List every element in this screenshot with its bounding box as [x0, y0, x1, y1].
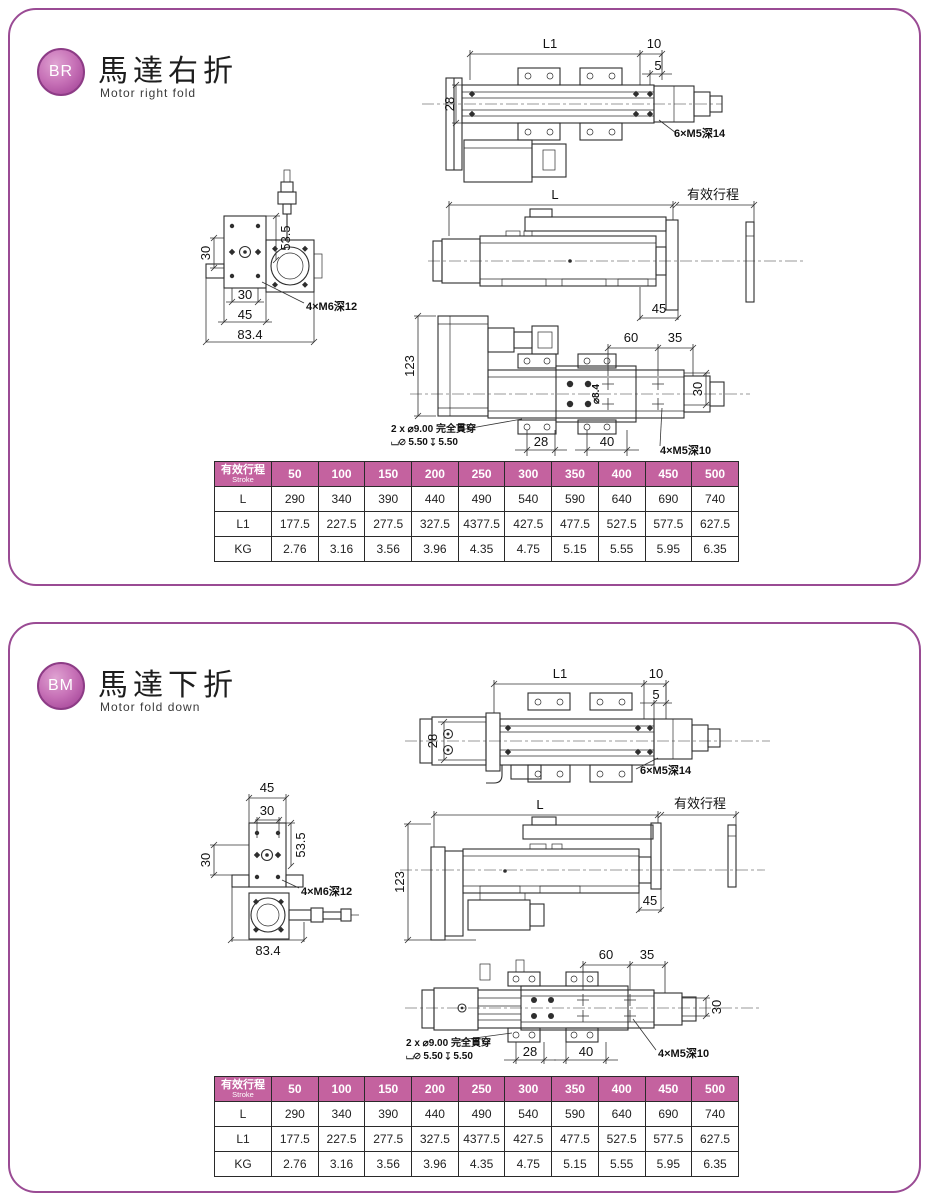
badge-bm: BM — [37, 662, 85, 710]
dim-label-30-left: 30 — [198, 246, 213, 260]
dim-label-834: 83.4 — [255, 943, 280, 958]
dim-label-l1: L1 — [553, 666, 567, 681]
br-top-view-drawing: L1 10 5 28 6×M5深14 — [422, 36, 726, 183]
panel-motor-fold-down: BM 馬達下折 Motor fold down L1 — [8, 622, 921, 1193]
badge-br: BR — [37, 48, 85, 96]
dim-label-30: 30 — [690, 382, 705, 396]
br-bottom-view-drawing: 123 60 35 30 ⌀8.4 28 40 2 x ⌀9.00 完全貫穿 ⌴… — [391, 312, 750, 457]
dim-label-60: 60 — [624, 330, 638, 345]
dim-label-123: 123 — [402, 355, 417, 377]
bm-side-view-drawing: L 有效行程 123 45 — [392, 796, 765, 944]
dim-label-45: 45 — [260, 780, 274, 795]
dim-label-40: 40 — [579, 1044, 593, 1059]
callout-2x9-line1: 2 x ⌀9.00 完全貫穿 — [406, 1036, 491, 1049]
row-label: L — [214, 1101, 272, 1127]
dim-label-10: 10 — [647, 36, 661, 51]
dim-label-60: 60 — [599, 947, 613, 962]
row-label: L — [214, 486, 272, 512]
dim-label-30: 30 — [709, 1000, 724, 1014]
panel-title-en: Motor fold down — [100, 700, 201, 714]
dim-label-30-left: 30 — [198, 853, 213, 867]
callout-6xm5: 6×M5深14 — [674, 126, 726, 140]
panel-title-zh: 馬達右折 — [98, 55, 238, 88]
callout-4xm5: 4×M5深10 — [658, 1046, 709, 1060]
callout-2x9-line2: ⌴⌀ 5.50 ↧ 5.50 — [391, 437, 458, 448]
dim-label-l: L — [551, 187, 558, 202]
stroke-dim-label: 有效行程 — [674, 796, 726, 811]
dim-label-28: 28 — [523, 1044, 537, 1059]
dim-label-10: 10 — [649, 666, 663, 681]
dim-label-35: 35 — [640, 947, 654, 962]
dim-label-l1: L1 — [543, 36, 557, 51]
dim-label-30-bottom: 30 — [238, 287, 252, 302]
dim-label-45: 45 — [652, 301, 666, 316]
panel-motor-right-fold: BR 馬達右折 Motor right fold L1 10 5 — [8, 8, 921, 586]
dim-label-535: 53.5 — [293, 832, 308, 857]
row-label: L1 — [214, 511, 272, 537]
br-side-view-drawing: L 有效行程 45 — [428, 187, 805, 322]
dim-label-30-top: 30 — [260, 803, 274, 818]
dim-label-dia84: ⌀8.4 — [591, 384, 602, 404]
callout-4xm6: 4×M6深12 — [306, 299, 357, 313]
br-left-view-drawing: 53.5 30 30 45 83.4 4×M6深12 — [198, 169, 357, 346]
bm-left-view-drawing: 45 30 53.5 30 83.4 4×M6深12 — [198, 780, 359, 958]
stroke-dim-label: 有效行程 — [687, 187, 739, 202]
dim-label-35: 35 — [668, 330, 682, 345]
dim-label-123: 123 — [392, 871, 407, 893]
br-technical-drawing: L1 10 5 28 6×M5深14 L 有效行程 45 — [198, 36, 805, 457]
dim-label-28: 28 — [534, 434, 548, 449]
dim-label-45: 45 — [238, 307, 252, 322]
dim-label-535: 53.5 — [278, 225, 293, 250]
callout-4xm6: 4×M6深12 — [301, 884, 352, 898]
dim-label-28: 28 — [425, 734, 440, 748]
dim-label-5: 5 — [654, 58, 661, 73]
row-label: KG — [214, 1151, 272, 1177]
callout-6xm5: 6×M5深14 — [640, 763, 692, 777]
dim-label-45: 45 — [643, 893, 657, 908]
callout-2x9-line2: ⌴⌀ 5.50 ↧ 5.50 — [406, 1051, 473, 1062]
panel-title-zh: 馬達下折 — [98, 669, 238, 702]
bm-top-view-drawing: L1 10 5 28 6×M5深14 — [405, 666, 770, 784]
callout-2x9-line1: 2 x ⌀9.00 完全貫穿 — [391, 422, 476, 435]
dim-label-28: 28 — [442, 97, 457, 111]
row-label: KG — [214, 536, 272, 562]
dim-label-40: 40 — [600, 434, 614, 449]
callout-4xm5: 4×M5深10 — [660, 443, 711, 457]
panel-title-en: Motor right fold — [100, 86, 197, 100]
bm-bottom-view-drawing: 60 35 30 28 40 2 x ⌀9.00 完全貫穿 ⌴⌀ 5.50 ↧ … — [405, 947, 760, 1064]
dim-label-l: L — [536, 797, 543, 812]
dim-label-834: 83.4 — [237, 327, 262, 342]
bm-technical-drawing: L1 10 5 28 6×M5深14 L 有效行程 — [198, 666, 770, 1064]
row-label: L1 — [214, 1126, 272, 1152]
dim-label-5: 5 — [652, 687, 659, 702]
